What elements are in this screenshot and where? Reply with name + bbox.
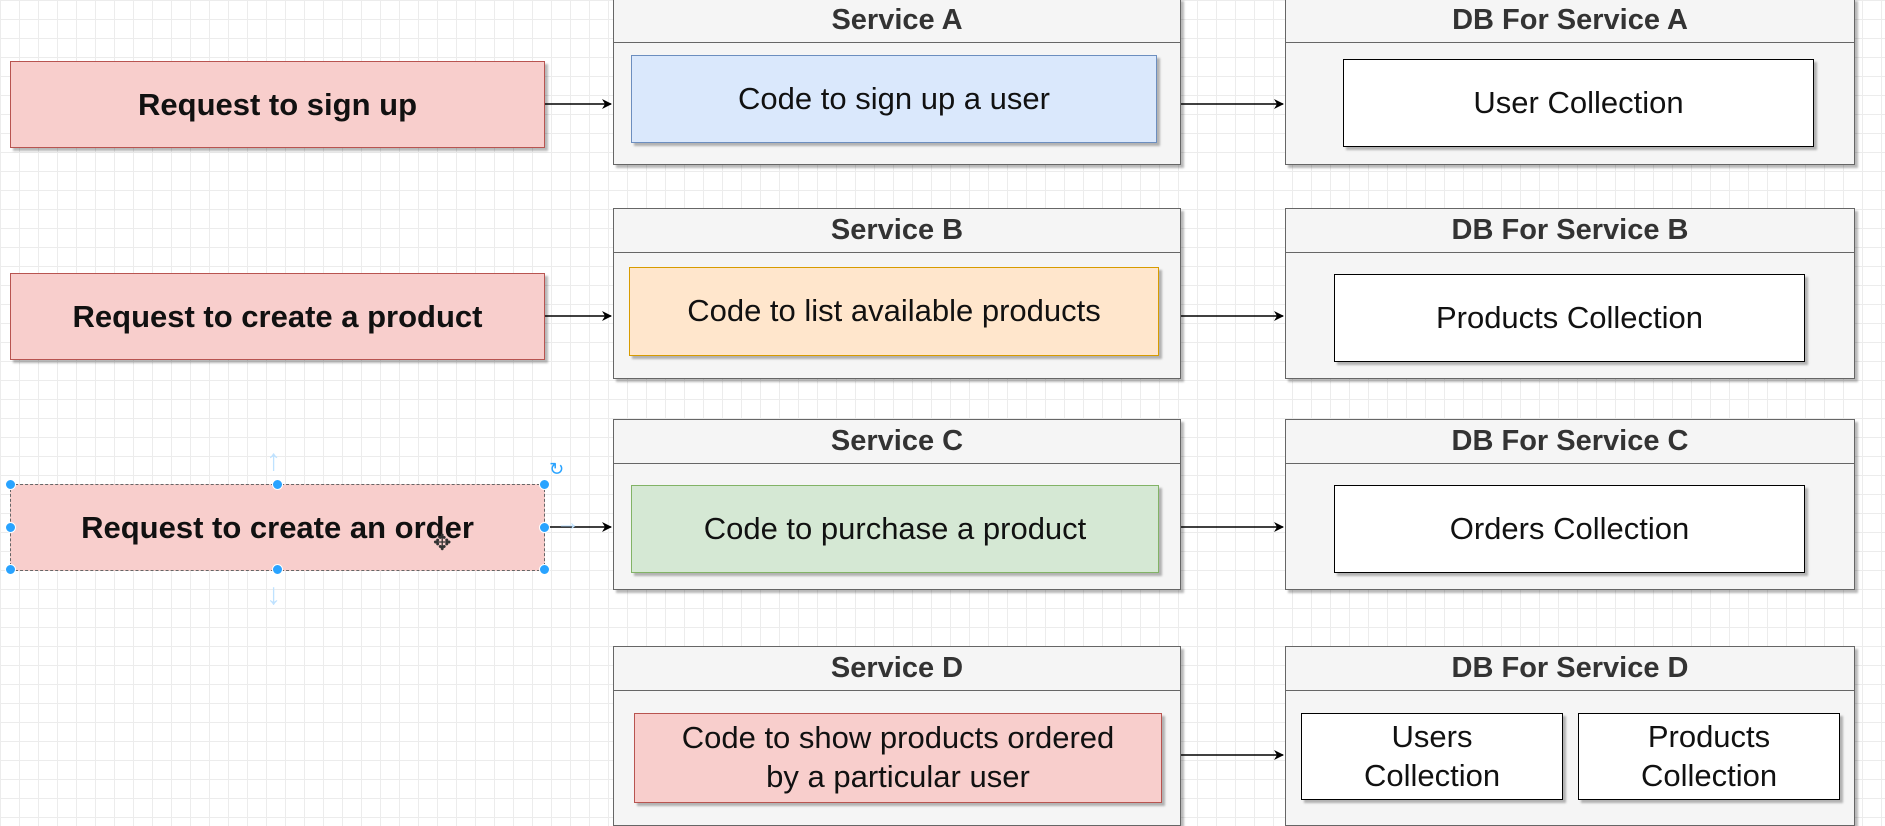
db-service-a-container[interactable]: DB For Service A User Collection [1285, 0, 1855, 165]
code-line: Code to purchase a product [703, 510, 1087, 546]
db-title: DB For Service C [1286, 420, 1854, 464]
db-service-d-container[interactable]: DB For Service D Users Collection Produc… [1285, 646, 1855, 826]
db-service-b-container[interactable]: DB For Service B Products Collection [1285, 208, 1855, 379]
service-c-code[interactable]: Code to purchase a product [631, 485, 1159, 573]
service-d-container[interactable]: Service D Code to show products ordered … [613, 646, 1181, 826]
service-b-container[interactable]: Service B Code to list available product… [613, 208, 1181, 379]
code-line: Code to sign up a user [738, 80, 1050, 116]
collection-line: Users [1391, 718, 1473, 754]
service-title: Service C [614, 420, 1180, 464]
resize-handle-top[interactable] [272, 479, 283, 490]
db-title: DB For Service B [1286, 209, 1854, 253]
code-line: Code to show products ordered [681, 720, 1115, 756]
code-line: by a particular user [766, 759, 1030, 794]
rotate-icon[interactable]: ↻ [549, 459, 565, 479]
request-create-order[interactable]: Request to create an order [10, 484, 545, 571]
resize-handle-top-right[interactable] [539, 479, 550, 490]
db-title: DB For Service A [1286, 0, 1854, 43]
request-label: Request to create a product [72, 298, 483, 334]
collection-line: Products [1647, 718, 1771, 754]
request-sign-up[interactable]: Request to sign up [10, 61, 545, 148]
collection-line: Orders Collection [1449, 510, 1690, 546]
service-title: Service A [614, 0, 1180, 43]
collection-line: Collection [1640, 757, 1778, 793]
db-title: DB For Service D [1286, 647, 1854, 691]
code-line: Code to list available products [687, 293, 1101, 329]
service-a-code[interactable]: Code to sign up a user [631, 55, 1157, 143]
db-a-collection[interactable]: User Collection [1343, 59, 1814, 147]
service-d-code[interactable]: Code to show products ordered by a parti… [634, 713, 1162, 803]
collection-line: Products Collection [1435, 299, 1704, 335]
resize-handle-right[interactable] [539, 522, 550, 533]
collection-line: Collection [1363, 757, 1501, 793]
resize-handle-bottom-left[interactable] [5, 564, 16, 575]
db-c-collection[interactable]: Orders Collection [1334, 485, 1805, 573]
collection-line: User Collection [1473, 84, 1684, 120]
service-b-code[interactable]: Code to list available products [629, 267, 1159, 356]
request-create-product[interactable]: Request to create a product [10, 273, 545, 360]
service-c-container[interactable]: Service C Code to purchase a product [613, 419, 1181, 590]
service-a-container[interactable]: Service A Code to sign up a user [613, 0, 1181, 165]
selection-arrow-up-icon[interactable]: ↑ [266, 444, 281, 477]
resize-handle-bottom-right[interactable] [539, 564, 550, 575]
db-b-collection[interactable]: Products Collection [1334, 274, 1805, 362]
service-title: Service B [614, 209, 1180, 253]
resize-handle-bottom[interactable] [272, 564, 283, 575]
selection-arrow-right-icon[interactable]: → [556, 509, 580, 536]
resize-handle-left[interactable] [5, 522, 16, 533]
service-title: Service D [614, 647, 1180, 691]
selection-arrow-down-icon[interactable]: ↓ [266, 578, 281, 611]
db-d-users-collection[interactable]: Users Collection [1301, 713, 1563, 800]
db-service-c-container[interactable]: DB For Service C Orders Collection [1285, 419, 1855, 590]
move-cursor-icon: ✥ [433, 530, 452, 555]
resize-handle-top-left[interactable] [5, 479, 16, 490]
code-text: Code to sign up a user [738, 80, 1050, 119]
request-label: Request to sign up [138, 86, 417, 122]
db-d-products-collection[interactable]: Products Collection [1578, 713, 1840, 800]
request-label: Request to create an order [81, 509, 474, 545]
